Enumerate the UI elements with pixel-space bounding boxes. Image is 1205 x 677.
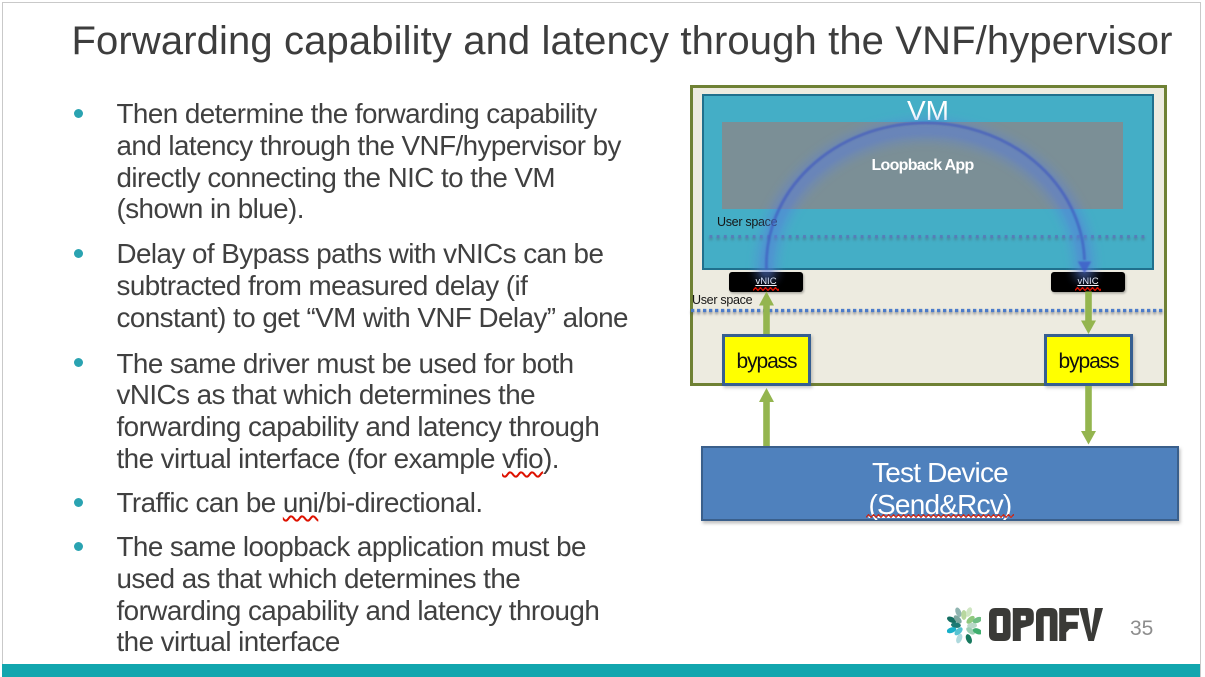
misspelled-word: vfio — [502, 442, 544, 474]
user-space-host-label: User space — [692, 292, 753, 307]
test-device-box: Test Device (Send&Rcv) — [701, 446, 1179, 521]
vnic-right-label: vNIC — [1077, 276, 1099, 287]
opnfv-wordmark — [989, 608, 1103, 641]
teal-footer-bar — [2, 663, 1200, 677]
bullet-dot — [74, 249, 83, 259]
squiggle-red-icon — [866, 514, 1014, 518]
bullet-dot — [74, 358, 83, 368]
loopback-app-label: Loopback App — [871, 157, 974, 175]
squiggle-red-icon — [753, 287, 779, 292]
bullet-dot — [74, 541, 83, 551]
vnic-left-box: vNIC — [729, 272, 803, 292]
misspelled-word: uni — [282, 487, 319, 518]
vnic-right-box: vNIC — [1051, 272, 1125, 292]
page-title: Forwarding capability and latency throug… — [71, 18, 1173, 63]
bypass-left-label: bypass — [736, 350, 798, 373]
user-space-vm-label: User space — [717, 215, 778, 230]
bypass-left-box: bypass — [722, 334, 811, 386]
bypass-right-label: bypass — [1058, 350, 1120, 373]
bullet-dot — [74, 497, 83, 507]
page-number: 35 — [1130, 616, 1154, 640]
bullet-dot — [74, 108, 83, 118]
bullet-item: Then determine the forwarding capability… — [74, 98, 621, 225]
bypass-right-box: bypass — [1044, 334, 1133, 386]
vnic-left-label: vNIC — [755, 276, 777, 287]
squiggle-red-icon — [1075, 287, 1101, 292]
bullet-item: Traffic can be uni/bi-directional. — [74, 487, 483, 519]
opnfv-flower-icon — [947, 607, 981, 644]
test-device-label-line1: Test Device — [872, 457, 1009, 488]
